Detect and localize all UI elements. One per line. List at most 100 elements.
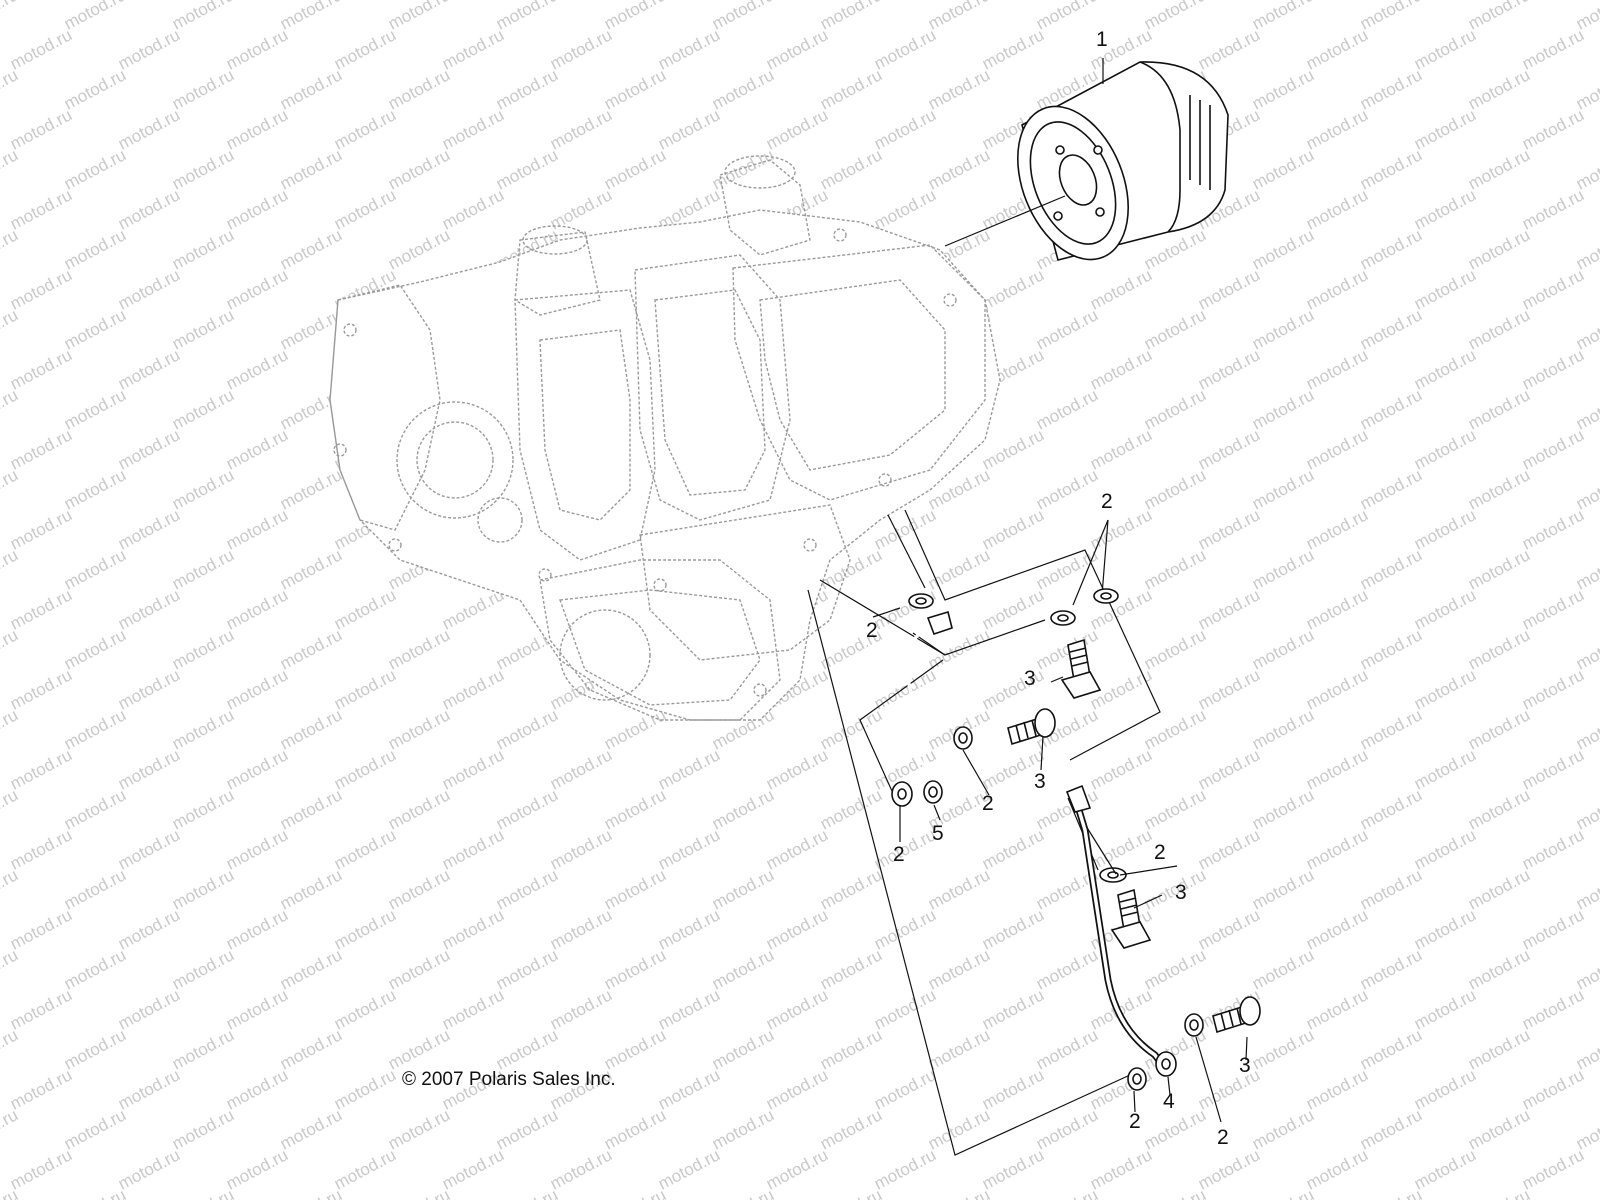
watermark-text: motod.ru	[115, 1065, 183, 1113]
callout-washer-bottom-left: 2	[1129, 1110, 1141, 1133]
watermark-text: motod.ru	[169, 705, 237, 753]
watermark-text: motod.ru	[1249, 625, 1317, 673]
watermark-text: motod.ru	[385, 0, 453, 34]
watermark-text: motod.ru	[169, 545, 237, 593]
watermark-text: motod.ru	[1249, 65, 1317, 113]
watermark-text: motod.ru	[0, 305, 21, 353]
watermark-text: motod.ru	[61, 945, 129, 993]
watermark-text: motod.ru	[169, 865, 237, 913]
watermark-text: motod.ru	[763, 745, 831, 793]
watermark-text: motod.ru	[439, 825, 507, 873]
watermark-text: motod.ru	[439, 1145, 507, 1193]
callout-washer-line-upper: 2	[893, 843, 905, 866]
watermark-text: motod.ru	[1033, 465, 1101, 513]
watermark-text: motod.ru	[223, 985, 291, 1033]
watermark-text: motod.ru	[871, 825, 939, 873]
watermark-text: motod.ru	[1303, 505, 1371, 553]
watermark-text: motod.ru	[7, 585, 75, 633]
watermark-text: motod.ru	[493, 1105, 561, 1153]
watermark-text: motod.ru	[925, 145, 993, 193]
watermark-text: motod.ru	[277, 625, 345, 673]
oil-filter	[1016, 61, 1229, 261]
watermark-text: motod.ru	[331, 745, 399, 793]
watermark-text: motod.ru	[7, 1065, 75, 1113]
watermark-text: motod.ru	[331, 105, 399, 153]
watermark-text: motod.ru	[439, 745, 507, 793]
watermark-text: motod.ru	[1195, 505, 1263, 553]
watermark-text: motod.ru	[169, 945, 237, 993]
watermark-text: motod.ru	[0, 465, 21, 513]
leader-lines	[807, 58, 1161, 1156]
watermark-text: motod.ru	[601, 65, 669, 113]
watermark-text: motod.ru	[817, 1185, 885, 1200]
watermark-text: motod.ru	[61, 385, 129, 433]
watermark-text: motod.ru	[493, 65, 561, 113]
watermark-text: motod.ru	[817, 785, 885, 833]
watermark-text: motod.ru	[493, 1185, 561, 1200]
watermark-text: motod.ru	[655, 1145, 723, 1193]
watermark-text: motod.ru	[439, 185, 507, 233]
watermark-text: motod.ru	[169, 225, 237, 273]
watermark-text: motod.ru	[979, 265, 1047, 313]
watermark-text: motod.ru	[493, 705, 561, 753]
watermark-text: motod.ru	[655, 985, 723, 1033]
watermark-text: motod.ru	[979, 25, 1047, 73]
watermark-text: motod.ru	[439, 105, 507, 153]
watermark-text: motod.ru	[223, 1065, 291, 1113]
watermark-text: motod.ru	[871, 1145, 939, 1193]
watermark-text: motod.ru	[1519, 1065, 1587, 1113]
watermark-text: motod.ru	[61, 1185, 129, 1200]
watermark-text: motod.ru	[979, 825, 1047, 873]
copyright-notice: © 2007 Polaris Sales Inc.	[402, 1069, 616, 1090]
watermark-text: motod.ru	[709, 65, 777, 113]
watermark-text: motod.ru	[169, 1105, 237, 1153]
watermark-text: motod.ru	[61, 0, 129, 34]
watermark-text: motod.ru	[1411, 825, 1479, 873]
watermark-text: motod.ru	[7, 905, 75, 953]
watermark-text: motod.ru	[115, 345, 183, 393]
watermark-text: motod.ru	[1033, 625, 1101, 673]
watermark-text: motod.ru	[1249, 785, 1317, 833]
watermark-text: motod.ru	[601, 785, 669, 833]
watermark-text: motod.ru	[169, 145, 237, 193]
watermark-text: motod.ru	[1519, 185, 1587, 233]
watermark-text: motod.ru	[61, 305, 129, 353]
watermark-text: motod.ru	[277, 1025, 345, 1073]
watermark-text: motod.ru	[1249, 865, 1317, 913]
watermark-text: motod.ru	[1465, 1025, 1533, 1073]
watermark-text: motod.ru	[1519, 505, 1587, 553]
watermark-text: motod.ru	[817, 65, 885, 113]
watermark-text: motod.ru	[1249, 145, 1317, 193]
watermark-text: motod.ru	[1141, 0, 1209, 34]
watermark-text: motod.ru	[223, 665, 291, 713]
watermark-text: motod.ru	[1465, 785, 1533, 833]
watermark-text: motod.ru	[1033, 1025, 1101, 1073]
watermark-text: motod.ru	[547, 745, 615, 793]
watermark-text: motod.ru	[331, 585, 399, 633]
watermark-text: motod.ru	[979, 425, 1047, 473]
watermark-text: motod.ru	[817, 145, 885, 193]
watermark-text: motod.ru	[1249, 385, 1317, 433]
watermark-text: motod.ru	[493, 865, 561, 913]
watermark-text: motod.ru	[0, 625, 21, 673]
watermark-text: motod.ru	[1303, 585, 1371, 633]
watermark-text: motod.ru	[439, 25, 507, 73]
watermark-text: motod.ru	[601, 945, 669, 993]
watermark-text: motod.ru	[7, 425, 75, 473]
watermark-text: motod.ru	[169, 785, 237, 833]
watermark-text: motod.ru	[223, 905, 291, 953]
watermark-text: motod.ru	[115, 745, 183, 793]
watermark-text: motod.ru	[277, 225, 345, 273]
watermark-text: motod.ru	[1519, 345, 1587, 393]
watermark-text: motod.ru	[1141, 545, 1209, 593]
watermark-text: motod.ru	[763, 1145, 831, 1193]
watermark-text: motod.ru	[223, 425, 291, 473]
watermark-text: motod.ru	[763, 985, 831, 1033]
watermark-text: motod.ru	[277, 705, 345, 753]
watermark-text: motod.ru	[1303, 25, 1371, 73]
watermark-text: motod.ru	[1411, 185, 1479, 233]
callout-filter: 1	[1096, 28, 1108, 51]
watermark-text: motod.ru	[925, 0, 993, 34]
watermark-text: motod.ru	[1465, 1185, 1533, 1200]
watermark-text: motod.ru	[1357, 305, 1425, 353]
